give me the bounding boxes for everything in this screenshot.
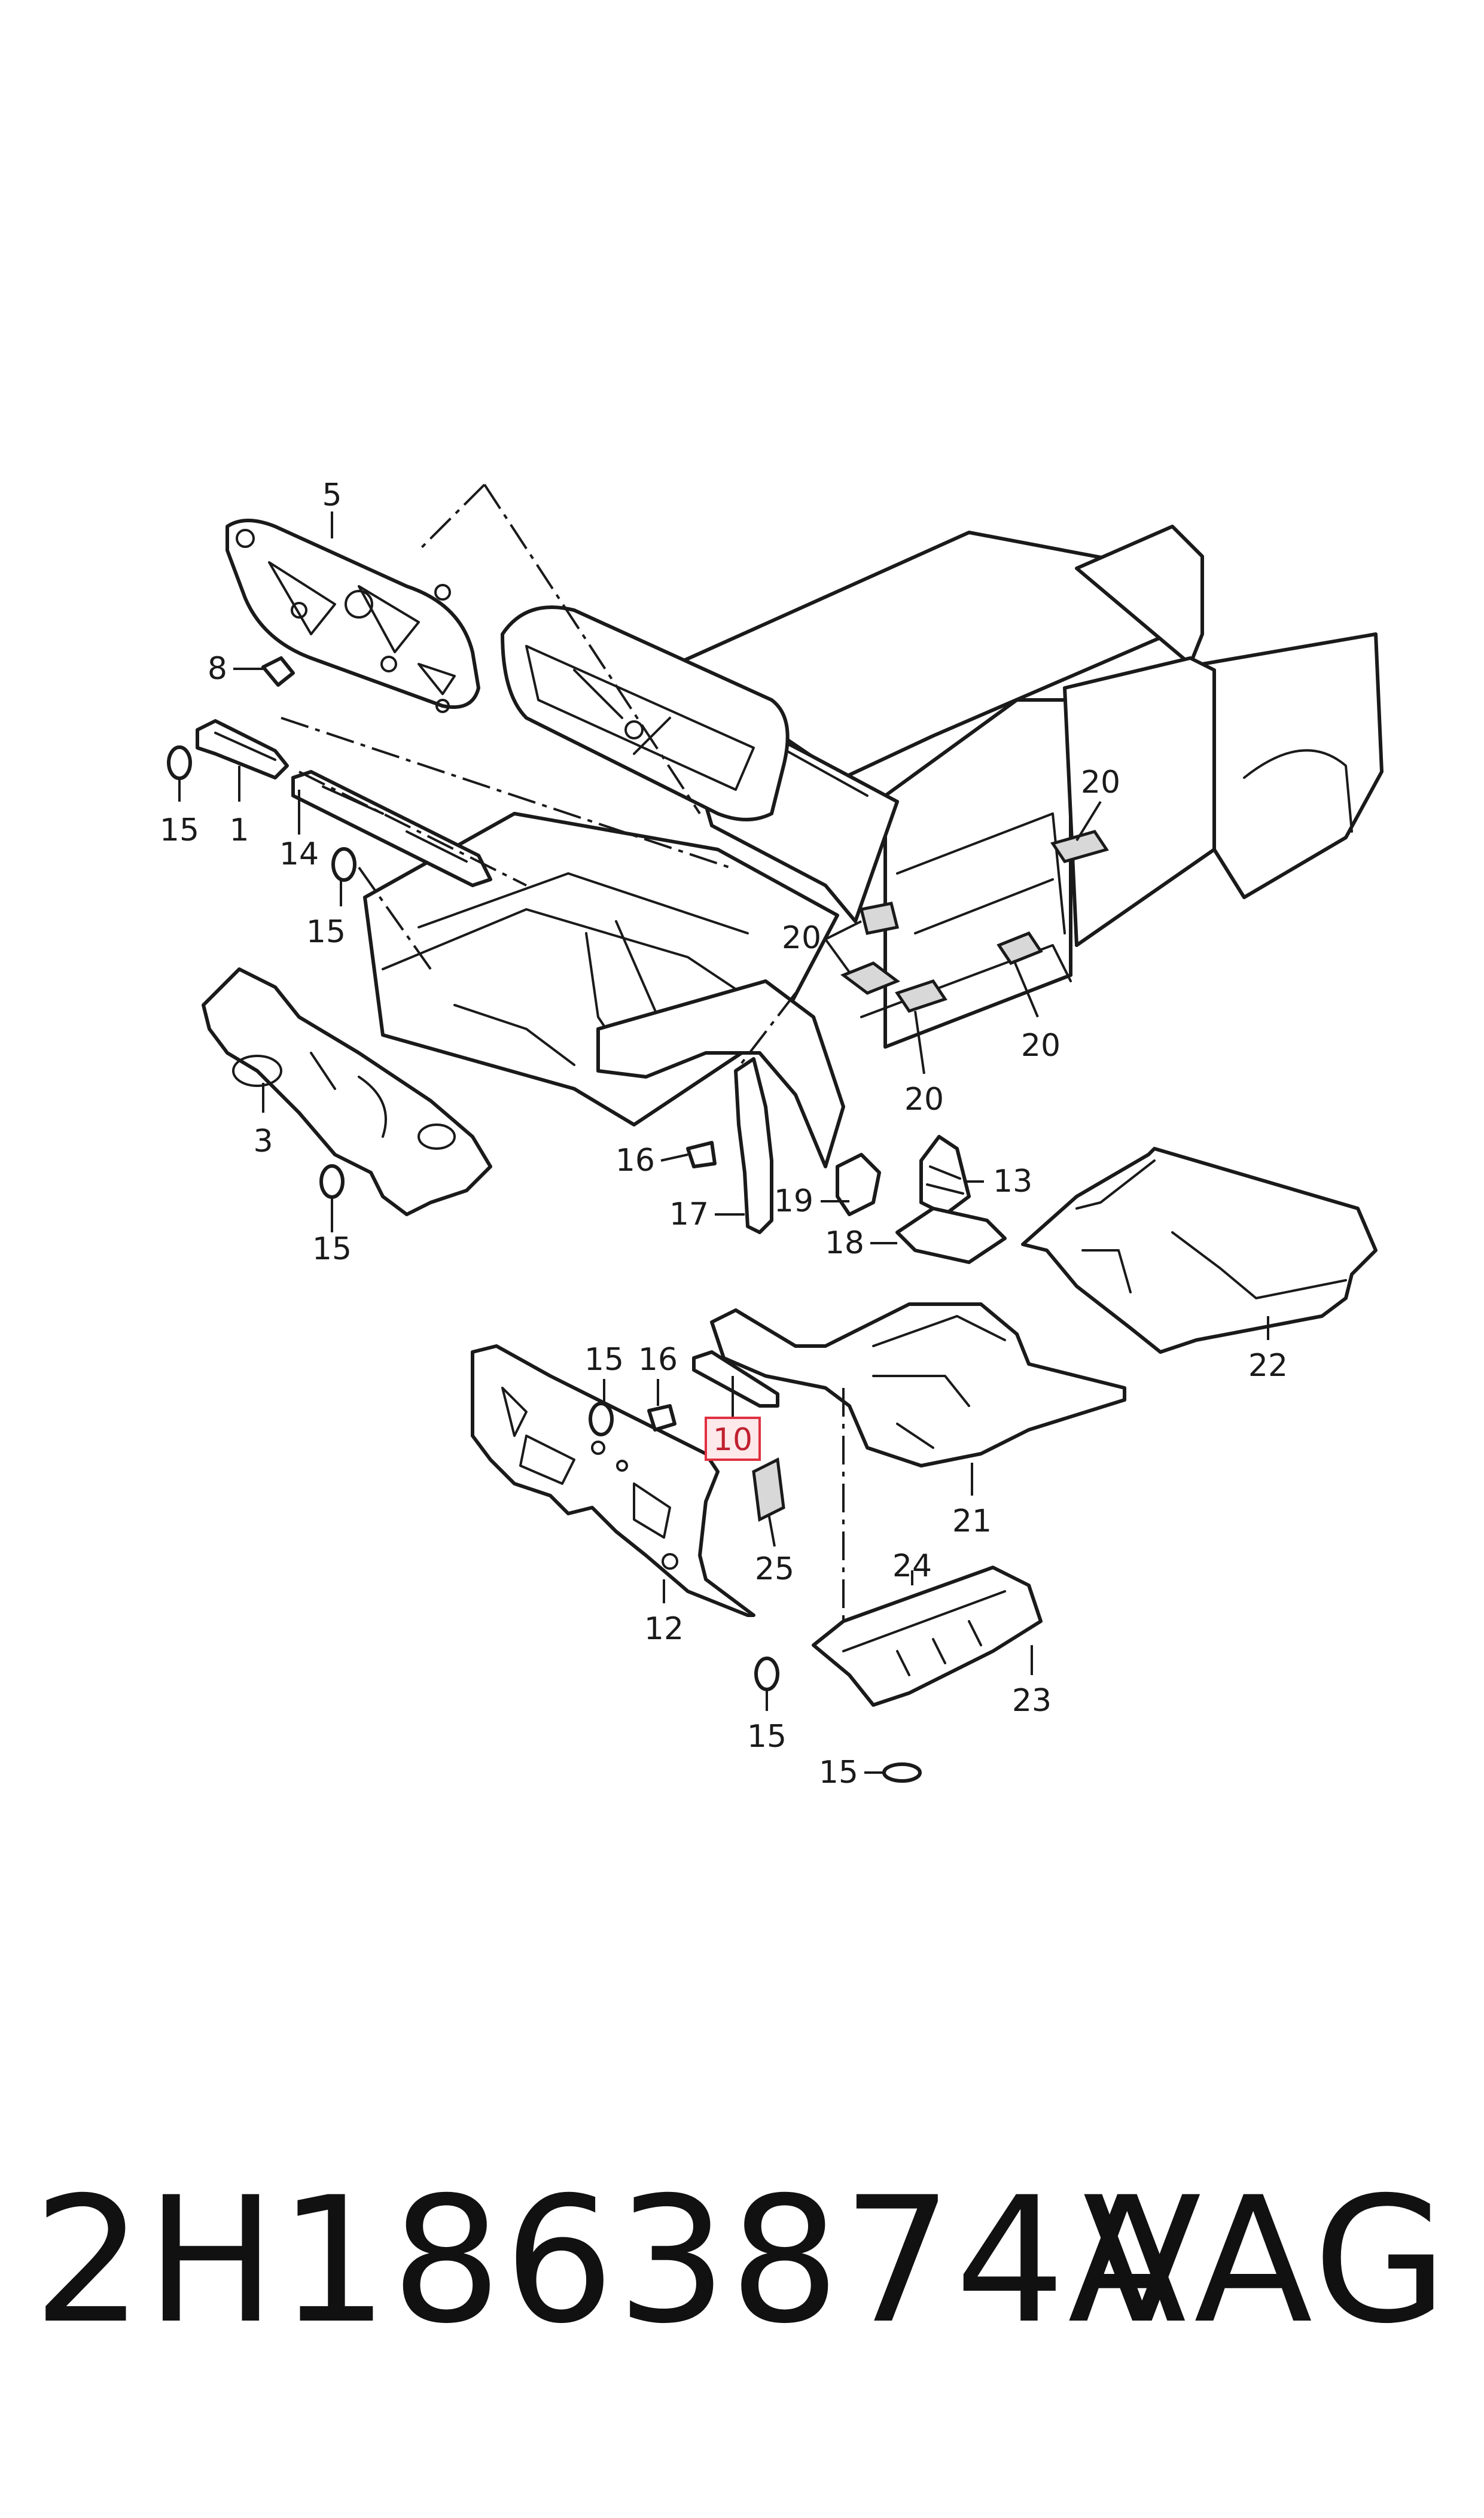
callout-22: 22	[1248, 1348, 1288, 1384]
callout-15: 15	[160, 812, 199, 848]
callout-16: 16	[615, 1143, 655, 1179]
callout-20: 20	[1021, 1028, 1061, 1064]
part-16-fastener-b	[647, 1404, 677, 1432]
part-3-bulkhead-insulation	[202, 967, 492, 1216]
callout-13: 13	[993, 1164, 1032, 1199]
callout-labels: 5 8 15 1 14 15 3 15 20 20 20 20 16 17 19…	[160, 477, 1288, 1791]
callout-24: 24	[892, 1548, 932, 1584]
callout-23: 23	[1012, 1683, 1052, 1719]
part-1-bracket	[196, 719, 289, 780]
callout-15: 15	[312, 1231, 352, 1267]
callout-10-highlight	[705, 1417, 761, 1461]
part-22-rear-floor-carpet	[1021, 1147, 1378, 1354]
part-13-shift-boot	[919, 1135, 971, 1216]
brand-name: VAG	[1083, 2160, 1451, 2362]
part-number: 2H1863874A	[33, 2160, 1189, 2362]
callout-19: 19	[774, 1183, 813, 1219]
callout-17: 17	[669, 1196, 709, 1232]
callout-1: 1	[229, 812, 249, 848]
part-18-console-pad	[895, 1207, 1007, 1264]
part-17-fender-liner	[734, 1057, 773, 1234]
leader-lines	[178, 511, 1269, 1774]
callout-8: 8	[208, 651, 227, 687]
part-8-clip	[261, 656, 295, 687]
callout-16: 16	[638, 1342, 678, 1378]
callout-3: 3	[253, 1123, 273, 1159]
callout-20: 20	[1081, 765, 1120, 800]
callout-5: 5	[322, 477, 342, 513]
hood	[501, 605, 790, 821]
part-14-insulation-strip	[291, 770, 492, 887]
assembly-lines	[281, 483, 845, 1621]
callout-15: 15	[819, 1755, 858, 1791]
part-19-shield	[836, 1153, 881, 1216]
part-21-front-floor-carpet	[710, 1302, 1126, 1467]
callout-25: 25	[755, 1551, 794, 1587]
part-5-hood-insulation	[226, 519, 480, 713]
callout-21: 21	[952, 1503, 992, 1539]
callout-14: 14	[279, 836, 319, 872]
callout-18: 18	[825, 1225, 864, 1261]
part-23-underbody-shield	[812, 1566, 1043, 1707]
footer: 2H1863874A VAG	[0, 2172, 1484, 2351]
callout-20: 20	[782, 920, 821, 956]
part-15-washers	[167, 745, 922, 1783]
callout-12: 12	[644, 1611, 684, 1647]
callout-15: 15	[306, 914, 346, 950]
part-16-fastener	[686, 1141, 717, 1168]
part-12-firewall-insulation	[471, 1344, 755, 1617]
part-25-pad	[752, 1457, 785, 1522]
callout-20: 20	[904, 1082, 944, 1118]
callout-15: 15	[584, 1342, 624, 1378]
part-10-insulation-strip	[692, 1350, 779, 1408]
callout-10: 10	[713, 1422, 752, 1458]
callout-15: 15	[747, 1719, 787, 1755]
